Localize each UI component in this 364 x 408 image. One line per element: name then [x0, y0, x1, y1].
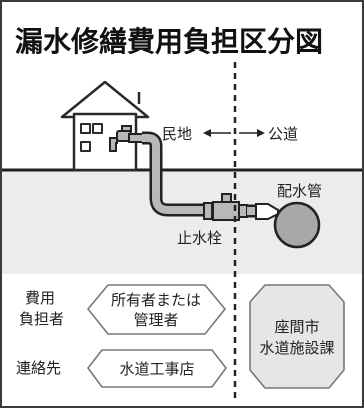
contact-private-text: 水道工事店 [119, 360, 194, 378]
public-road-label: 公道 [268, 125, 298, 143]
boundary-arrows [203, 129, 265, 137]
service-pipe [141, 131, 218, 217]
contact-label: 連絡先 [16, 359, 61, 377]
contact-private-hexagon [86, 349, 228, 388]
distribution-pipe-icon [273, 201, 321, 249]
public-side-line2: 水道施設課 [259, 339, 334, 357]
connection-pipe [247, 203, 279, 220]
cost-bearer-label-line1: 費用 [25, 289, 55, 307]
cost-private-hexagon [86, 284, 227, 335]
cost-private-line1: 所有者または [111, 291, 201, 309]
private-land-label: 民地 [162, 125, 192, 143]
public-side-line1: 座間市 [274, 318, 319, 336]
cost-bearer-label-line2: 負担者 [19, 310, 64, 328]
cost-private-line2: 管理者 [133, 311, 178, 329]
public-side-hexagon [249, 284, 345, 389]
distribution-pipe-label: 配水管 [277, 182, 322, 200]
diagram-title: 漏水修繕費用負担区分図 [15, 25, 323, 58]
stop-valve-label: 止水栓 [177, 229, 222, 247]
